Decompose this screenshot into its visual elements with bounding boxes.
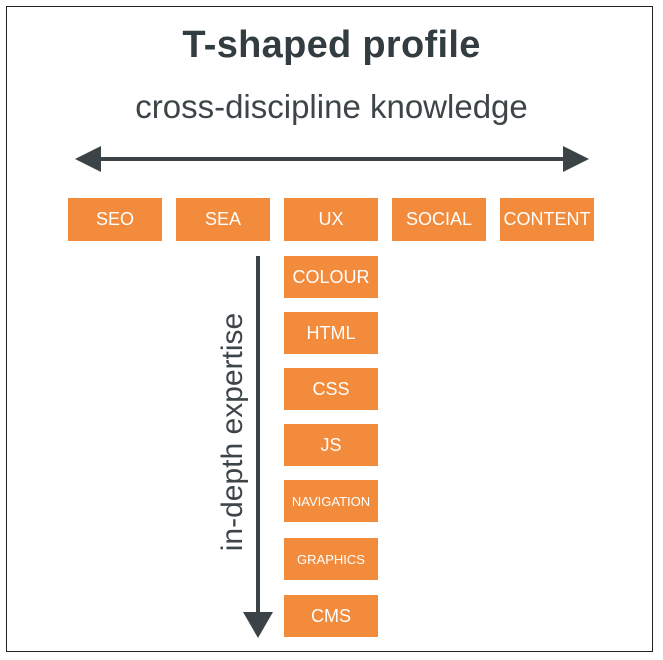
box-html: HTML: [284, 312, 378, 354]
box-navigation: NAVIGATION: [284, 480, 378, 522]
arrow-horizontal-line: [96, 157, 570, 161]
diagram-title: T-shaped profile: [182, 24, 481, 66]
arrow-right-head-icon: [563, 146, 589, 172]
box-cms: CMS: [284, 595, 378, 637]
box-graphics: GRAPHICS: [284, 538, 378, 580]
box-ux: UX: [284, 198, 378, 241]
box-css: CSS: [284, 368, 378, 410]
vertical-axis-label: in-depth expertise: [216, 312, 249, 552]
arrow-down-head-icon: [243, 612, 273, 638]
box-sea: SEA: [176, 198, 270, 241]
box-social: SOCIAL: [392, 198, 486, 241]
arrow-vertical-line: [256, 256, 260, 616]
box-seo: SEO: [68, 198, 162, 241]
box-js: JS: [284, 424, 378, 466]
horizontal-axis-label: cross-discipline knowledge: [135, 88, 528, 125]
box-colour: COLOUR: [284, 256, 378, 298]
box-content: CONTENT: [500, 198, 594, 241]
